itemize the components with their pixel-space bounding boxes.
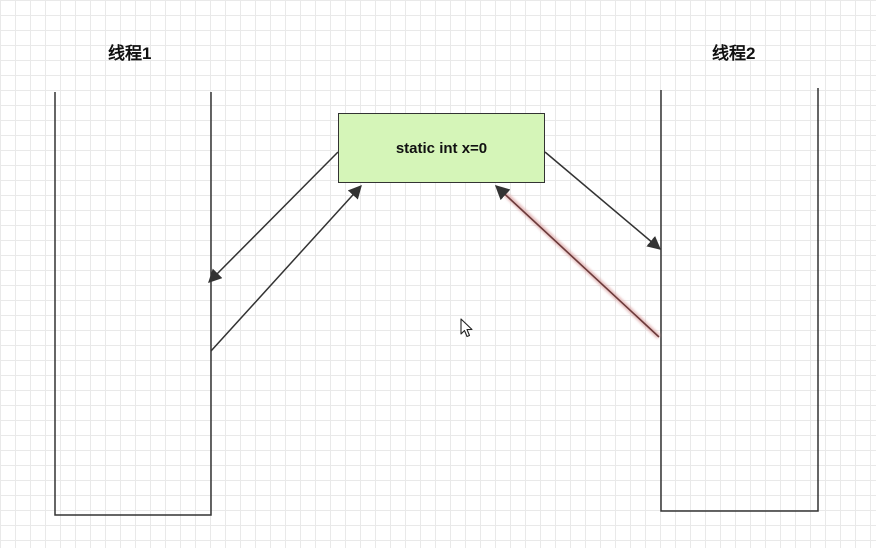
arrow-variable-to-thread2 [544,151,662,250]
thread1-label: 线程1 [108,44,152,63]
arrow-variable-to-thread1 [208,151,339,283]
thread2-container [660,88,819,512]
shared-variable-label: static int x=0 [395,139,488,157]
mouse-pointer-icon [460,318,473,338]
arrow-thread1-to-variable [210,185,362,352]
shared-variable-box: static int x=0 [338,113,545,183]
arrow-thread2-to-variable [494,185,660,338]
thread1-container [54,92,212,516]
thread2-label: 线程2 [712,44,756,63]
